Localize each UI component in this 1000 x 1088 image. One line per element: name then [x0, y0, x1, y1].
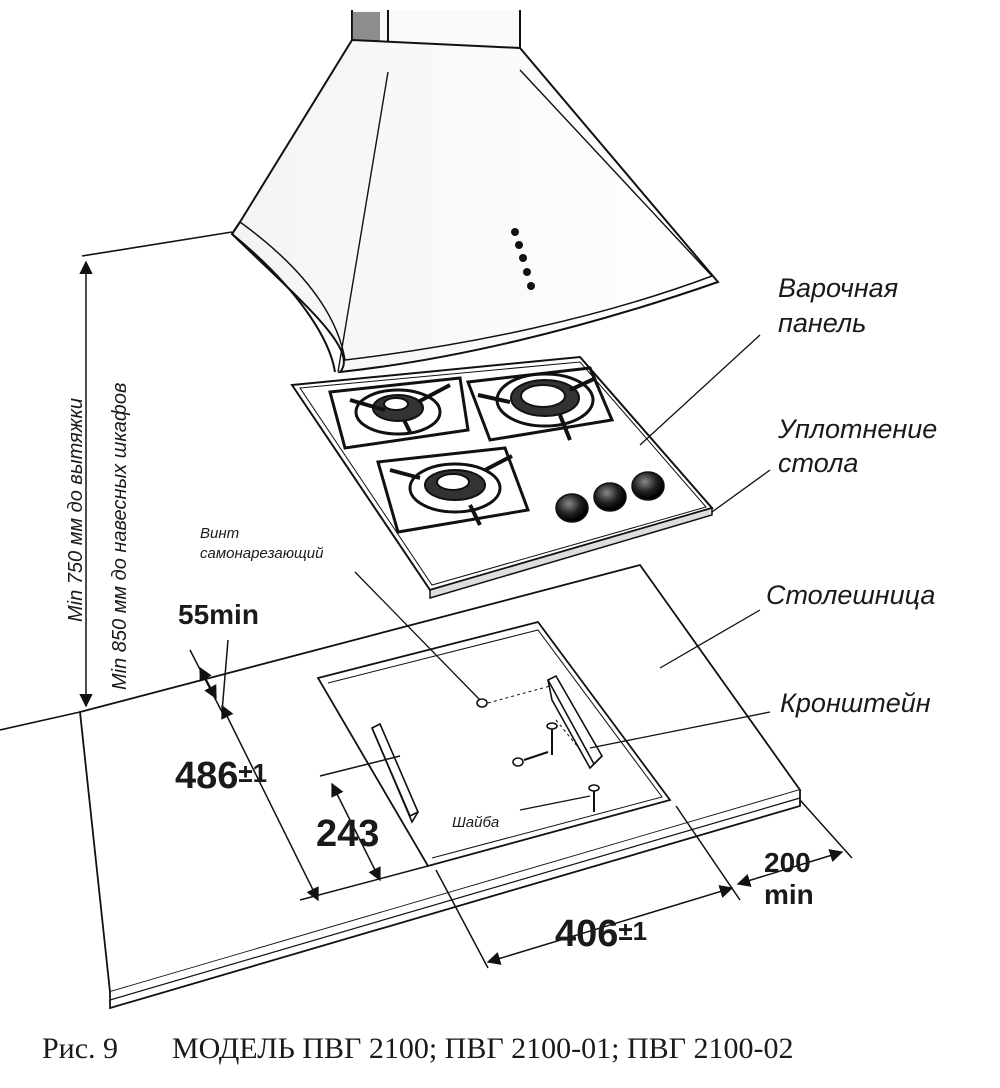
label-seal-line1: Уплотнение [777, 414, 937, 444]
dimension-lines [79, 260, 853, 969]
burner-back-right [465, 366, 615, 442]
dim-200: 200 [764, 847, 811, 878]
control-knobs [555, 471, 665, 523]
wall-lines [0, 231, 233, 731]
dim-486: 486±1 [175, 755, 267, 797]
dim-406: 406±1 [555, 913, 647, 955]
burner-front [376, 446, 531, 534]
dim-200-min: min [764, 879, 814, 910]
label-seal-line2: стола [778, 448, 858, 478]
label-screw-line2: самонарезающий [200, 545, 324, 562]
screws [476, 685, 600, 812]
leader-lines [354, 334, 771, 811]
dim-243: 243 [316, 813, 379, 855]
note-min-850-cabinets: Min 850 мм до навесных шкафов [109, 383, 131, 690]
hood-buttons [511, 228, 535, 290]
mounting-brackets [370, 674, 603, 824]
label-cooktop-line2: панель [778, 308, 866, 338]
dim-55min: 55min [178, 599, 259, 630]
note-min-750-hood: Min 750 мм до вытяжки [65, 398, 87, 622]
label-cooktop-line1: Варочная [778, 273, 898, 303]
figure-caption: МОДЕЛЬ ПВГ 2100; ПВГ 2100-01; ПВГ 2100-0… [172, 1032, 794, 1065]
burner-back-left [328, 376, 470, 450]
label-bracket: Кронштейн [780, 688, 931, 718]
label-screw-line1: Винт [200, 525, 239, 542]
label-countertop: Столешница [766, 580, 935, 610]
label-washer: Шайба [452, 814, 499, 831]
gas-cooktop [290, 355, 714, 600]
range-hood [230, 10, 720, 374]
figure-number: Рис. 9 [42, 1032, 118, 1065]
